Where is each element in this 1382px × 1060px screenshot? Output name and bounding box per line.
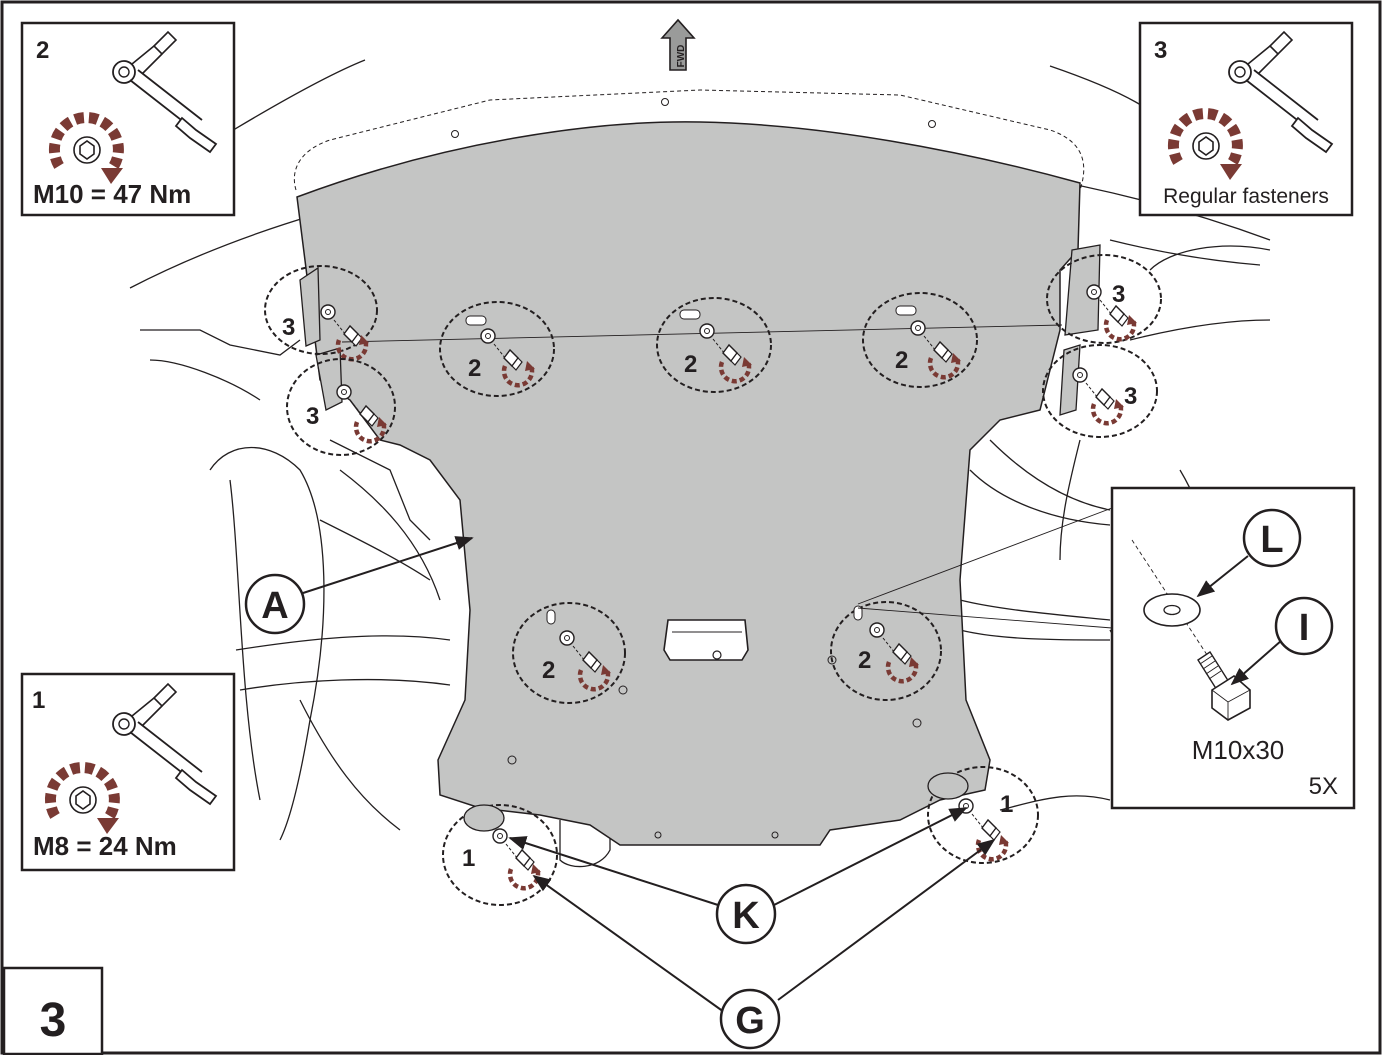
fastener-group-row-2: 2 [656,297,772,393]
label-letter: K [732,895,760,937]
left-brackets [299,266,343,411]
torque-spec: M8 = 24 Nm [33,831,177,861]
fastener-group-top-right-lower: 3 [1042,344,1158,438]
step-number: 3 [306,403,319,430]
step-number-text: 3 [40,994,67,1047]
label-l-circle [1242,508,1302,568]
step-number: 1 [1000,791,1013,818]
fwd-label: FWD [676,45,687,68]
label-letter: G [735,1000,765,1042]
step-number: 3 [282,314,295,341]
step-number-box: 3 [2,966,104,1056]
torque-step: 2 [36,37,49,64]
label-l: L [1260,519,1283,561]
torque-box-step-3: 3 Regular fasteners [1138,21,1354,217]
torque-box-step-1: 1 M8 = 24 Nm [20,672,236,872]
label-g: G [532,838,996,1050]
skid-plate [296,121,1081,846]
mounting-holes [451,98,936,839]
fastener-group-row-3: 2 [862,292,978,388]
bolt-size: M10x30 [1192,735,1285,765]
torque-spec: Regular fasteners [1163,185,1329,208]
step-number: 2 [684,351,697,378]
fastener-group-top-left-lower: 3 [286,358,396,456]
label-i-circle [1274,596,1334,656]
step-number: 3 [1112,281,1125,308]
fastener-group-lower-left: 2 [512,602,626,704]
right-brackets [1059,244,1101,416]
torque-step: 3 [1154,37,1167,64]
hardware-leader-lines [857,507,1113,629]
fastener-group-top-left-upper: 3 [264,265,378,359]
torque-box-step-2: 2 M10 = 47 Nm [20,21,236,217]
step-number: 2 [468,355,481,382]
label-i: I [1299,607,1310,649]
fastener-group-front-left: 1 [442,804,558,906]
step-number: 2 [858,647,871,674]
forward-direction-arrow: FWD [660,18,696,71]
label-letter: A [261,585,288,627]
torque-step: 1 [32,687,45,714]
fastener-group-row-1: 2 [439,301,555,397]
front-bumper-outline [293,89,1085,191]
label-a: A [244,536,474,635]
bolt-icon [1197,651,1251,721]
step-number: 1 [462,845,475,872]
fastener-group-front-right: 1 [927,766,1039,864]
torque-spec: M10 = 47 Nm [33,179,191,209]
fastener-group-lower-right: 2 [830,601,942,701]
step-number: 2 [542,657,555,684]
step-number: 3 [1124,383,1137,410]
step-number: 2 [895,347,908,374]
quantity: 5X [1309,773,1338,800]
label-k: K [508,807,968,945]
fastener-group-top-right-upper: 3 [1046,254,1162,344]
access-opening [663,619,749,661]
hardware-callout: L I M10x30 5X [1110,486,1356,810]
